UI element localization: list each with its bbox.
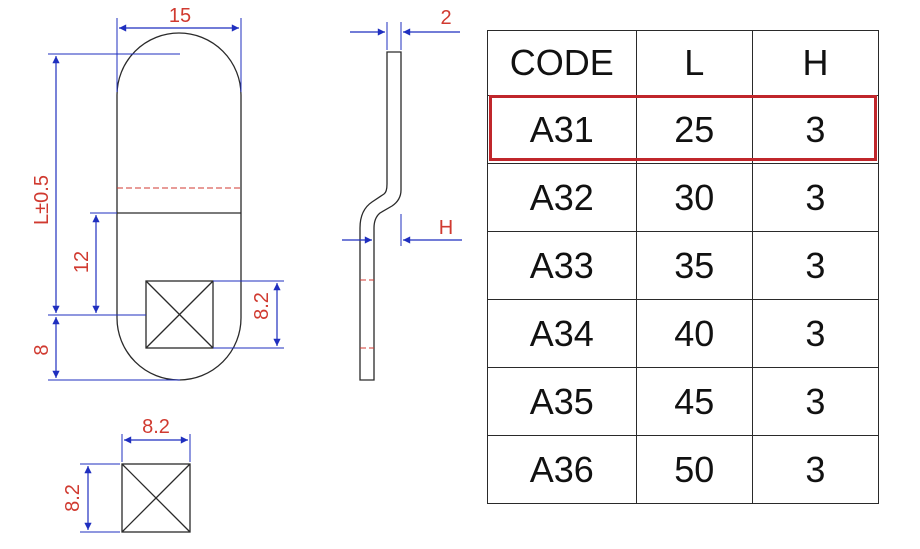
dimension-end-radius: 8: [31, 317, 180, 381]
cell-l: 30: [636, 163, 753, 232]
table-row: A32 30 3: [487, 163, 880, 232]
cell-l: 50: [636, 435, 753, 504]
table-row: A35 45 3: [487, 367, 880, 436]
table-row: A33 35 3: [487, 231, 880, 300]
dimension-length: L±0.5: [31, 53, 180, 316]
square-detail-outline: [121, 463, 191, 533]
table-row: A31 25 3: [487, 95, 880, 164]
dimension-square-side: 8.2: [213, 280, 284, 349]
table-row: A36 50 3: [487, 435, 880, 504]
square-hole-diagonal: [145, 280, 214, 349]
cell-h: 3: [752, 367, 880, 436]
dimension-width: 15: [116, 5, 242, 92]
header-h: H: [752, 30, 880, 96]
cell-code: A36: [487, 435, 637, 504]
dim-hole-offset-label: 12: [71, 251, 93, 273]
square-detail: 8.2 8.2: [62, 416, 191, 533]
dimension-hole-offset: 12: [71, 212, 117, 313]
cell-l: 35: [636, 231, 753, 300]
table-row: A34 40 3: [487, 299, 880, 368]
dim-square-detail-height-label: 8.2: [62, 484, 84, 512]
side-view: [359, 51, 402, 381]
table-header-row: CODE L H: [487, 30, 880, 96]
cell-l: 40: [636, 299, 753, 368]
header-code: CODE: [487, 30, 637, 96]
header-l: L: [636, 30, 753, 96]
cell-code: A32: [487, 163, 637, 232]
cell-h: 3: [752, 163, 880, 232]
dim-length-label: L±0.5: [31, 175, 53, 225]
dim-height-label: H: [439, 217, 453, 239]
dimension-thickness: 2: [350, 7, 460, 50]
cell-code: A34: [487, 299, 637, 368]
cell-h: 3: [752, 231, 880, 300]
dim-square-detail-width-label: 8.2: [142, 416, 170, 438]
dim-thickness-label: 2: [440, 7, 451, 29]
cell-h: 3: [752, 435, 880, 504]
cell-l: 45: [636, 367, 753, 436]
cell-l: 25: [636, 95, 753, 164]
side-profile: [359, 51, 402, 381]
dim-width-label: 15: [169, 5, 191, 27]
cell-code: A31: [487, 95, 637, 164]
cell-h: 3: [752, 299, 880, 368]
dim-square-side-label: 8.2: [251, 292, 273, 320]
lever-outline: [116, 32, 242, 381]
dimension-height: H: [342, 214, 462, 246]
cell-code: A33: [487, 231, 637, 300]
cell-code: A35: [487, 367, 637, 436]
front-view: [116, 32, 242, 381]
dim-end-radius-label: 8: [31, 344, 53, 355]
spec-table: CODE L H A31 25 3 A32 30 3 A33 35 3 A34 …: [487, 30, 880, 504]
cell-h: 3: [752, 95, 880, 164]
